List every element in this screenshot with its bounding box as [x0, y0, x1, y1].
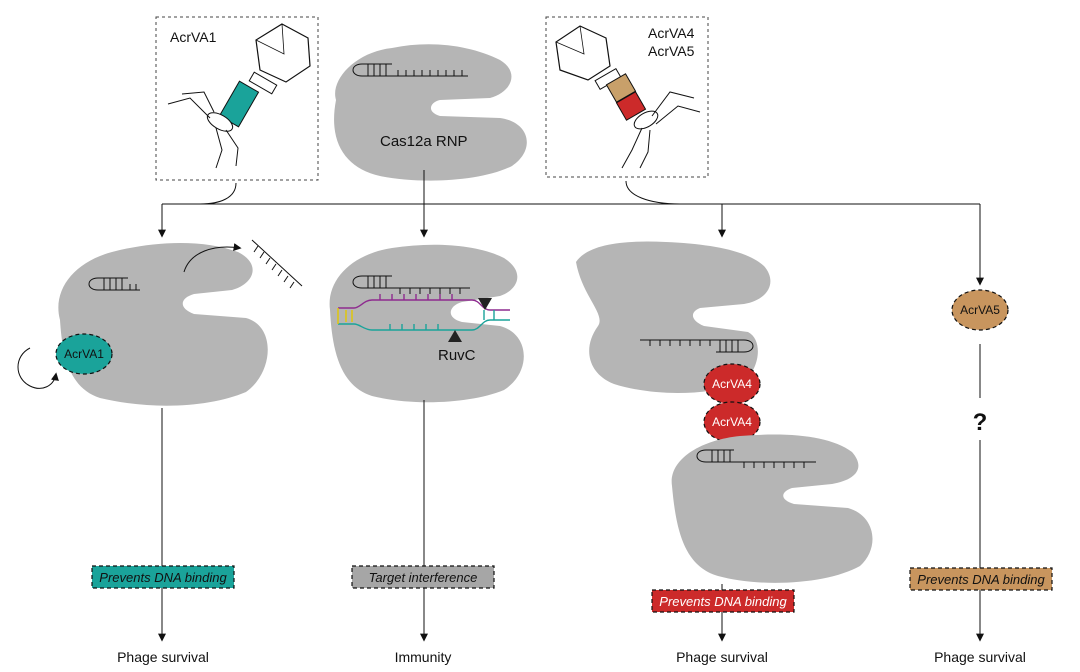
- column-acrva1: AcrVA1: [17, 239, 303, 642]
- outcome-label: Phage survival: [676, 649, 768, 665]
- column-acrva5: AcrVA5 ?: [951, 289, 1009, 642]
- mechanism-box-3: Prevents DNA binding: [651, 589, 795, 613]
- acrva1-pill-label: AcrVA1: [64, 347, 104, 361]
- crrna-hairpin: [352, 63, 468, 77]
- mechanism-text: Prevents DNA binding: [659, 594, 787, 609]
- unknown-mechanism-question-mark: ?: [973, 409, 988, 436]
- acrva4-pill-top: AcrVA4: [703, 363, 761, 405]
- cas12a-rnp: Cas12a RNP: [334, 44, 527, 181]
- acrva4-pill-bottom: AcrVA4: [703, 401, 761, 443]
- phage-icon-acrva4-acrva5: [555, 25, 701, 169]
- outcome-label: Phage survival: [934, 649, 1026, 665]
- phage-icon-acrva1: [167, 23, 311, 169]
- acrva1-pill: AcrVA1: [55, 333, 113, 375]
- column-acrva4: AcrVA4 AcrVA4: [576, 241, 873, 642]
- cas12a-label: Cas12a RNP: [380, 133, 468, 150]
- phage-label-acrva4: AcrVA4: [648, 25, 695, 41]
- crrna-hairpin: [352, 275, 470, 294]
- outcome-label: Immunity: [395, 649, 452, 665]
- crrna-hairpin: [696, 449, 816, 468]
- acrva4-pill-label: AcrVA4: [712, 377, 752, 391]
- connector-lines: [158, 170, 984, 286]
- mechanism-box-4: Prevents DNA binding: [909, 567, 1053, 591]
- acrva5-pill-label: AcrVA5: [960, 303, 1000, 317]
- mechanism-box-2: Target interference: [351, 565, 495, 589]
- column-cas12a-immunity: RuvC: [329, 244, 524, 642]
- mechanism-box-1: Prevents DNA binding: [91, 565, 235, 589]
- cleavage-triangle-icon: [448, 330, 462, 342]
- acrva5-pill: AcrVA5: [951, 289, 1009, 331]
- crrna-hairpin: [640, 339, 754, 353]
- mechanism-text: Prevents DNA binding: [917, 572, 1045, 587]
- phage-box-acrva4-acrva5: AcrVA4 AcrVA5: [545, 16, 709, 178]
- phage-box-acrva1: AcrVA1: [155, 16, 319, 181]
- mechanism-text: Target interference: [369, 570, 478, 585]
- crrna-hairpin: [17, 239, 303, 389]
- phage-label-acrva1: AcrVA1: [170, 29, 217, 45]
- cleavage-triangle-icon: [478, 298, 492, 310]
- phage-label-acrva5: AcrVA5: [648, 43, 695, 59]
- acrva4-pill-label: AcrVA4: [712, 415, 752, 429]
- outcome-label: Phage survival: [117, 649, 209, 665]
- mechanism-text: Prevents DNA binding: [99, 570, 227, 585]
- ruvc-label: RuvC: [438, 347, 476, 364]
